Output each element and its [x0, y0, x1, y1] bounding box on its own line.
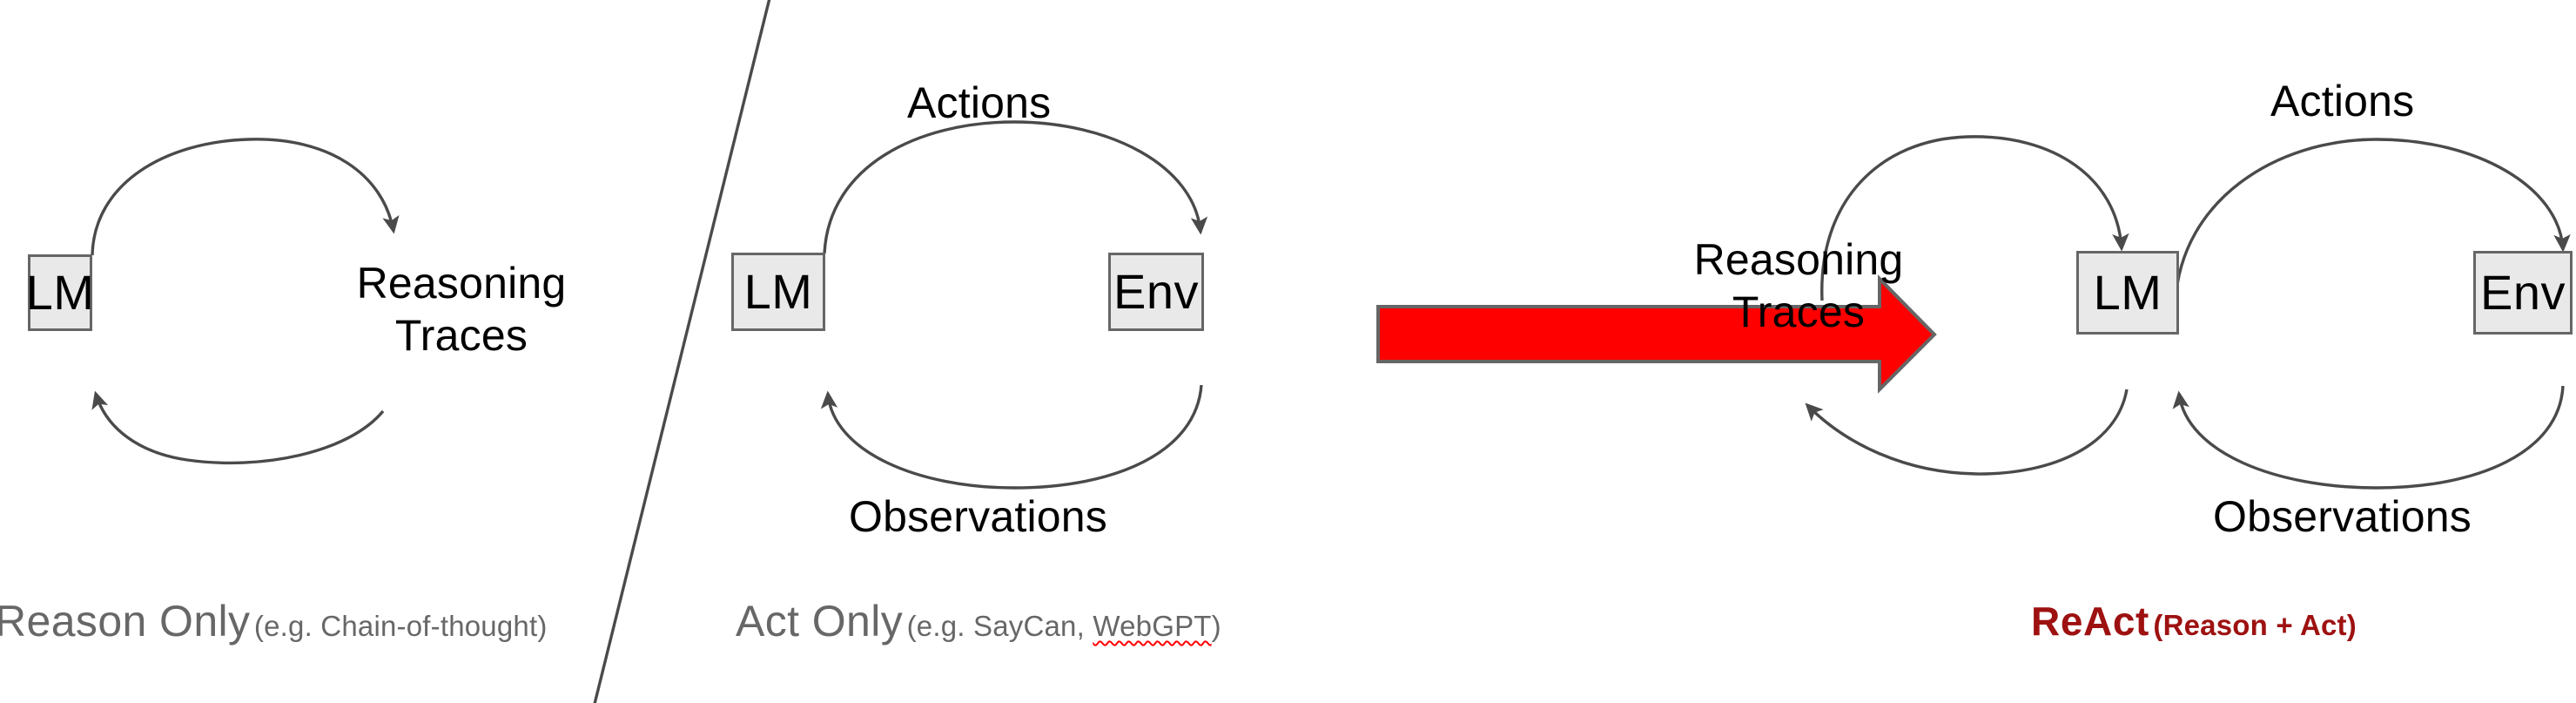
caption-sub-react: (Reason + Act): [2153, 609, 2357, 641]
node-label-lm: LM: [25, 265, 95, 320]
caption-sub-reason-only: (e.g. Chain-of-thought): [253, 610, 548, 642]
panel-act-only-caption: Act Only (e.g. SayCan, WebGPT): [736, 599, 1221, 643]
diagonal-divider: [593, 0, 771, 703]
arc-react-reasoning-out: [1820, 135, 2129, 301]
actions-text: Actions: [907, 78, 1052, 127]
actions-text: Actions: [2270, 77, 2415, 125]
panel-act-only-label-actions: Actions: [907, 78, 1051, 127]
caption-sub-act-only-before: (e.g. SayCan,: [906, 610, 1093, 642]
panel-react-label-reasoning-traces: Reasoning Traces: [1677, 233, 1920, 338]
panel-react-node-lm[interactable]: LM: [2076, 251, 2179, 335]
panel-act-only-node-lm[interactable]: LM: [731, 253, 825, 331]
arc-react-actions: [2174, 138, 2571, 301]
caption-sub-act-only-after: ): [1211, 610, 1221, 642]
caption-sub-act-only-misspelled: WebGPT: [1093, 610, 1212, 642]
reasoning-traces-line1: Reasoning: [1693, 235, 1904, 284]
red-arrow: [1376, 274, 1937, 394]
reasoning-traces-line2: Traces: [394, 311, 528, 360]
caption-main-act-only: Act Only: [736, 597, 904, 646]
node-label-lm: LM: [2093, 265, 2162, 320]
panel-reason-only-caption: Reason Only (e.g. Chain-of-thought): [0, 599, 548, 643]
panel-react-node-env[interactable]: Env: [2473, 251, 2573, 335]
panel-react-label-observations: Observations: [2213, 492, 2472, 541]
panel-reason-only-node-lm[interactable]: LM: [25, 254, 95, 331]
observations-text: Observations: [849, 492, 1107, 541]
arc-actions: [823, 120, 1208, 254]
node-label-env: Env: [2480, 265, 2566, 320]
arc-react-observations: [2172, 385, 2565, 490]
reasoning-traces-line1: Reasoning: [356, 259, 567, 308]
panel-react-caption: ReAct (Reason + Act): [2031, 601, 2357, 641]
caption-main-react: ReAct: [2031, 598, 2149, 644]
arc-react-reasoning-in: [1805, 389, 2129, 476]
panel-act-only-node-env[interactable]: Env: [1108, 253, 1204, 331]
arc-reasoning-out: [91, 138, 400, 256]
panel-act-only-label-observations: Observations: [849, 492, 1107, 541]
arc-observations: [820, 384, 1203, 490]
arc-reasoning-in: [91, 390, 385, 465]
panel-react-label-actions: Actions: [2270, 77, 2414, 125]
node-label-env: Env: [1113, 264, 1199, 319]
reasoning-traces-line2: Traces: [1732, 287, 1866, 336]
node-label-lm: LM: [743, 264, 813, 319]
panel-reason-only-label-reasoning-traces: Reasoning Traces: [348, 257, 575, 362]
observations-text: Observations: [2213, 492, 2472, 541]
caption-main-reason-only: Reason Only: [0, 597, 251, 646]
